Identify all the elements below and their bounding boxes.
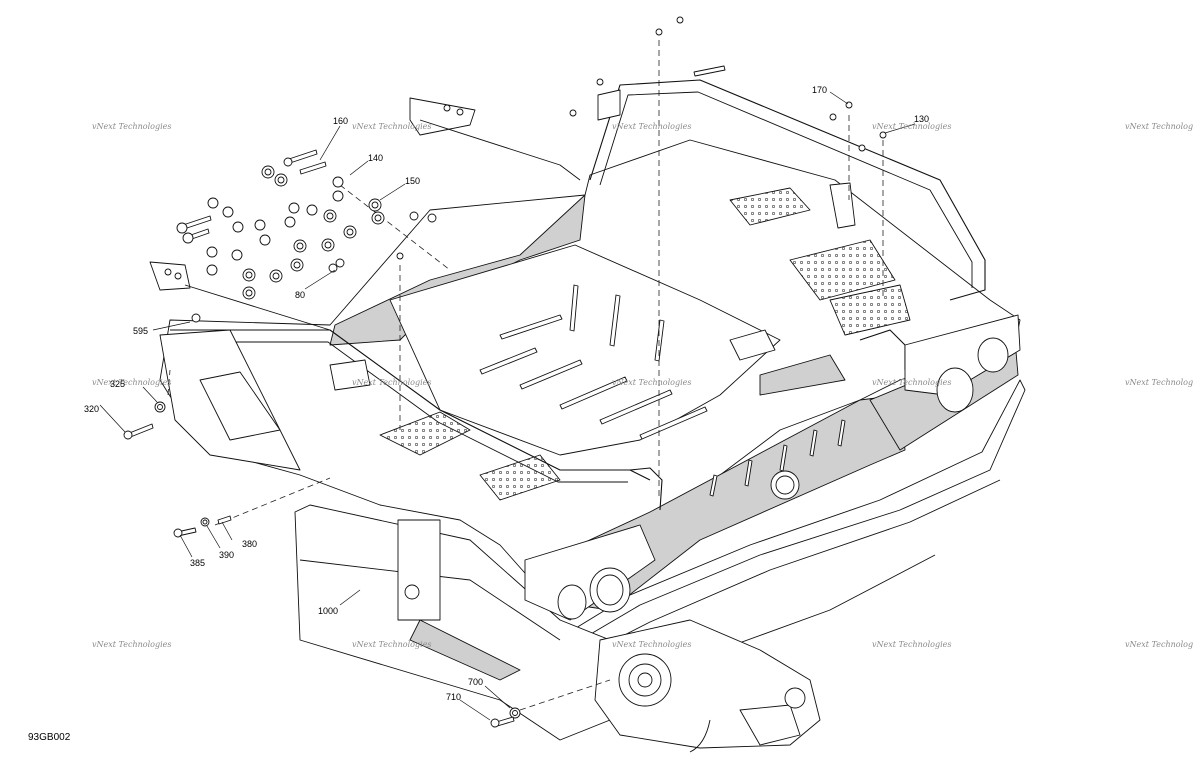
watermark: vNext Technologies <box>92 378 172 387</box>
watermark: vNext Technologies <box>612 640 692 649</box>
watermark: vNext Technologies <box>92 122 172 131</box>
drawing-code: 93GB002 <box>28 732 71 743</box>
callout-320[interactable]: 320 <box>84 404 100 414</box>
cargo-box-body <box>149 79 1021 621</box>
callout-150[interactable]: 150 <box>405 176 421 186</box>
leader-lines <box>99 91 916 721</box>
lower-frame <box>294 504 611 741</box>
callout-160[interactable]: 160 <box>333 116 349 126</box>
watermark: vNext Technologies <box>612 378 692 387</box>
callout-170[interactable]: 170 <box>812 85 828 95</box>
bolt-hardware <box>123 16 887 728</box>
nut-hardware <box>154 165 521 719</box>
watermark: vNext Technologies <box>612 122 692 131</box>
watermark: vNext Technologies <box>352 378 432 387</box>
callout-700[interactable]: 700 <box>468 677 484 687</box>
watermark: vNext Technologies <box>1125 640 1193 649</box>
assembly-lines <box>167 40 884 711</box>
callout-390[interactable]: 390 <box>219 550 235 560</box>
watermark: vNext Technologies <box>92 640 172 649</box>
callout-325[interactable]: 325 <box>110 379 126 389</box>
callout-130[interactable]: 130 <box>914 114 930 124</box>
watermark: vNext Technologies <box>872 640 952 649</box>
callout-385[interactable]: 385 <box>190 558 206 568</box>
callout-380[interactable]: 380 <box>242 539 258 549</box>
watermark: vNext Technologies <box>1125 122 1193 131</box>
callout-1000[interactable]: 1000 <box>318 606 339 616</box>
callout-80[interactable]: 80 <box>295 290 306 300</box>
callout-710[interactable]: 710 <box>446 692 462 702</box>
callout-140[interactable]: 140 <box>368 153 384 163</box>
hitch-assembly <box>594 619 821 753</box>
callout-595[interactable]: 595 <box>133 326 149 336</box>
watermark: vNext Technologies <box>352 122 432 131</box>
watermark: vNext Technologies <box>352 640 432 649</box>
watermark: vNext Technologies <box>872 378 952 387</box>
watermark: vNext Technologies <box>1125 378 1193 387</box>
watermark: vNext Technologies <box>872 122 952 131</box>
